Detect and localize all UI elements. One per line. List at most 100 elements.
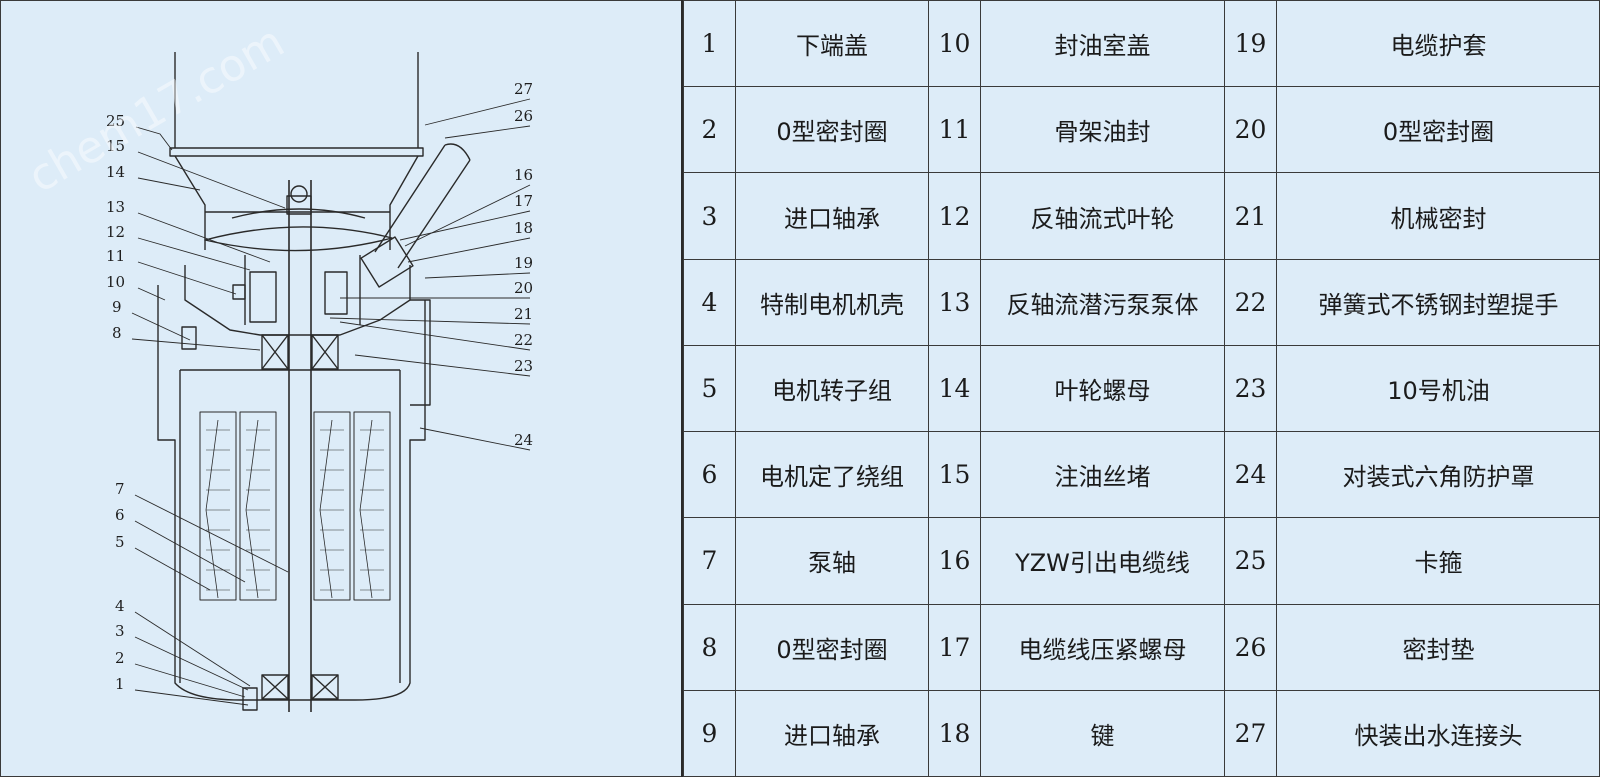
part-name: 0型密封圈: [735, 603, 929, 691]
callout-1: 1: [115, 675, 125, 693]
part-name: 0型密封圈: [1276, 86, 1600, 174]
part-number: 18: [928, 689, 981, 777]
parts-legend-table: 1 下端盖 10 封油室盖 19 电缆护套 2 0型密封圈 11 骨架油封 20…: [683, 0, 1600, 777]
part-number: 9: [683, 689, 736, 777]
lower-end-cover-bolt: [242, 687, 258, 711]
pump-shaft: [288, 180, 312, 712]
legend-row: 6 电机定了绕组 15 注油丝堵 24 对装式六角防护罩: [683, 431, 1600, 519]
part-name: 对装式六角防护罩: [1276, 431, 1600, 519]
part-name: 0型密封圈: [735, 86, 929, 174]
part-number: 25: [1224, 517, 1277, 605]
part-name: 机械密封: [1276, 172, 1600, 260]
legend-row: 3 进口轴承 12 反轴流式叶轮 21 机械密封: [683, 172, 1600, 260]
callout-22: 22: [514, 331, 533, 349]
part-number: 14: [928, 344, 981, 433]
protection-cover: [410, 299, 431, 406]
cable: [374, 144, 471, 269]
part-name: 反轴流潜污泵泵体: [980, 258, 1225, 346]
panel-divider: [681, 0, 683, 777]
part-number: 8: [683, 603, 736, 691]
part-name: 特制电机机壳: [735, 258, 929, 346]
callout-8: 8: [112, 324, 122, 342]
cable-gland: [360, 236, 414, 288]
part-name: 键: [980, 689, 1225, 777]
callout-7: 7: [115, 480, 125, 498]
part-number: 21: [1224, 172, 1277, 260]
pump-body: [174, 155, 419, 250]
lower-bearing: [261, 674, 289, 700]
callout-10: 10: [106, 273, 125, 291]
legend-row: 8 0型密封圈 17 电缆线压紧螺母 26 密封垫: [683, 603, 1600, 691]
callout-2: 2: [115, 649, 125, 667]
skeleton-oil-seal: [249, 271, 277, 323]
part-name: 卡箍: [1276, 517, 1600, 605]
part-number: 2: [683, 86, 736, 174]
part-number: 20: [1224, 86, 1277, 174]
part-name: 进口轴承: [735, 172, 929, 260]
oil-chamber-cover: [184, 265, 411, 336]
mechanical-seal: [324, 271, 348, 315]
part-name: 叶轮螺母: [980, 344, 1225, 433]
callout-12: 12: [106, 223, 125, 241]
stator-left: [199, 411, 277, 601]
legend-row: 7 泵轴 16 YZW引出电缆线 25 卡箍: [683, 517, 1600, 605]
stator-right: [313, 411, 391, 601]
part-name: YZW引出电缆线: [980, 517, 1225, 605]
part-number: 17: [928, 603, 981, 691]
pump-cross-section-drawing: 25 15 14 13 12 11 10 9 8 7 6 5 4 3 2 1 2…: [20, 16, 533, 712]
part-number: 12: [928, 172, 981, 260]
part-name: 10号机油: [1276, 344, 1600, 433]
part-number: 24: [1224, 431, 1277, 519]
part-number: 27: [1224, 689, 1277, 777]
part-name: 骨架油封: [980, 86, 1225, 174]
part-number: 1: [683, 0, 736, 88]
callout-11: 11: [106, 247, 125, 265]
callout-6: 6: [115, 506, 125, 524]
legend-row: 5 电机转子组 14 叶轮螺母 23 10号机油: [683, 344, 1600, 433]
impeller: [204, 226, 393, 252]
outlet-pipe: [174, 52, 419, 148]
part-name: 电机转子组: [735, 344, 929, 433]
legend-row: 4 特制电机机壳 13 反轴流潜污泵泵体 22 弹簧式不锈钢封塑提手: [683, 258, 1600, 346]
part-number: 5: [683, 344, 736, 433]
part-name: 密封垫: [1276, 603, 1600, 691]
callout-4: 4: [115, 597, 125, 615]
callout-24: 24: [514, 431, 533, 449]
part-name: 注油丝堵: [980, 431, 1225, 519]
part-number: 7: [683, 517, 736, 605]
part-number: 22: [1224, 258, 1277, 346]
part-number: 23: [1224, 344, 1277, 433]
callout-14: 14: [106, 163, 125, 181]
part-number: 11: [928, 86, 981, 174]
callout-9: 9: [112, 298, 122, 316]
upper-bearing: [261, 334, 289, 370]
motor-housing: [157, 285, 426, 701]
part-name: 电机定了绕组: [735, 431, 929, 519]
clamp-band: [169, 147, 424, 157]
callout-19: 19: [514, 254, 533, 272]
part-number: 3: [683, 172, 736, 260]
callout-13: 13: [106, 198, 125, 216]
callout-27: 27: [514, 80, 533, 98]
part-name: 反轴流式叶轮: [980, 172, 1225, 260]
legend-row: 2 0型密封圈 11 骨架油封 20 0型密封圈: [683, 86, 1600, 174]
callout-26: 26: [514, 107, 533, 125]
part-name: 弹簧式不锈钢封塑提手: [1276, 258, 1600, 346]
legend-row: 9 进口轴承 18 键 27 快装出水连接头: [683, 689, 1600, 777]
part-number: 19: [1224, 0, 1277, 88]
part-name: 电缆线压紧螺母: [980, 603, 1225, 691]
callout-20: 20: [514, 279, 533, 297]
callout-5: 5: [115, 533, 125, 551]
callout-15: 15: [106, 137, 125, 155]
callout-17: 17: [514, 192, 533, 210]
part-number: 6: [683, 431, 736, 519]
part-number: 10: [928, 0, 981, 88]
part-name: 电缆护套: [1276, 0, 1600, 88]
watermark: chem17.com: [20, 16, 293, 203]
part-number: 13: [928, 258, 981, 346]
part-name: 下端盖: [735, 0, 929, 88]
part-name: 泵轴: [735, 517, 929, 605]
part-name: 进口轴承: [735, 689, 929, 777]
part-number: 15: [928, 431, 981, 519]
legend-row: 1 下端盖 10 封油室盖 19 电缆护套: [683, 0, 1600, 88]
